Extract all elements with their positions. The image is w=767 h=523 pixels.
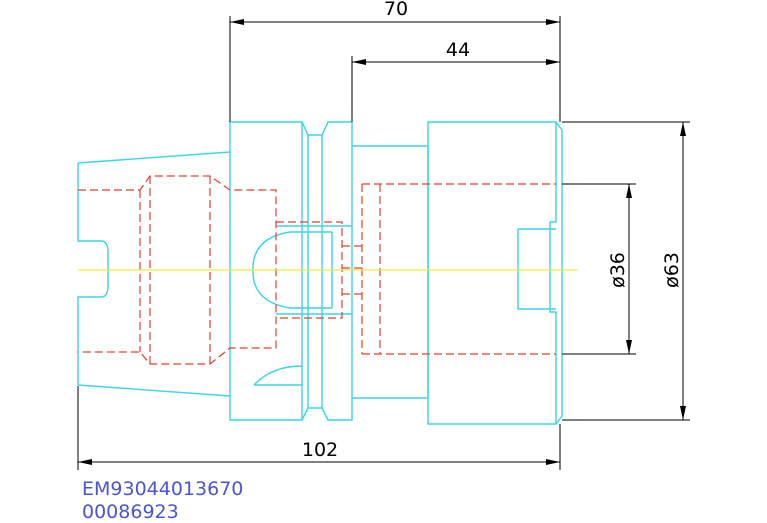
- part-number: EM93044013670: [82, 478, 243, 500]
- groove-lines: [307, 135, 323, 408]
- clamping-bore: [361, 183, 556, 355]
- internal-bore-outline: [78, 175, 277, 365]
- taper-shank: [77, 151, 231, 397]
- dim-bore-diameter: ø36: [607, 252, 629, 288]
- internal-bore-steps: [139, 176, 211, 364]
- dim-overall-length: 102: [302, 439, 338, 461]
- drive-key: [253, 365, 303, 386]
- flange-groove-left: [301, 121, 353, 421]
- dimension-arrows: [78, 19, 686, 465]
- dimension-lines: [77, 16, 690, 470]
- dim-upper-length: 70: [384, 0, 408, 20]
- slot: [517, 228, 556, 310]
- main-body-step: [549, 122, 557, 424]
- dim-outer-diameter: ø63: [661, 252, 683, 288]
- main-body: [427, 121, 563, 425]
- article-number: 00086923: [82, 501, 179, 523]
- dim-inner-length: 44: [446, 39, 470, 61]
- holder-outline: [77, 121, 563, 425]
